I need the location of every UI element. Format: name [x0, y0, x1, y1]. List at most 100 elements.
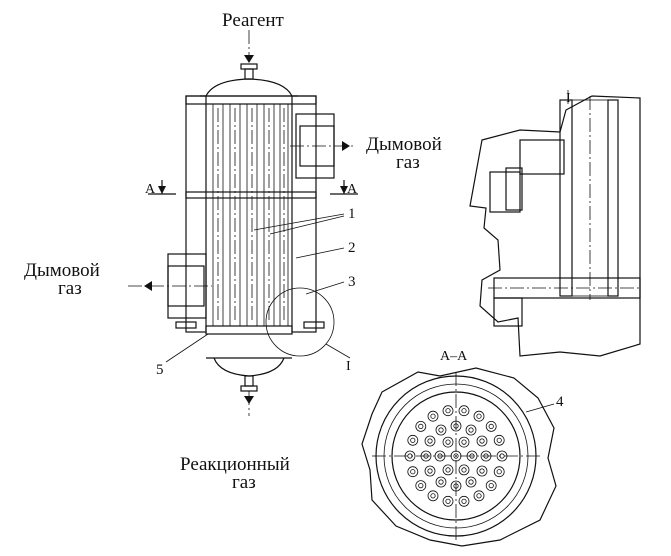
tube-hole — [466, 450, 478, 462]
detail-tube-wall-right — [607, 99, 619, 297]
tube-hole — [496, 450, 508, 462]
label-flue-gas-out-2: газ — [396, 152, 420, 173]
tube-hole — [493, 466, 505, 478]
tube-hole-inner — [488, 482, 494, 489]
tube-hole — [493, 434, 505, 446]
tube-hole — [442, 436, 454, 448]
section-outer-lining — [361, 367, 557, 547]
tube-hole-inner — [418, 423, 424, 429]
tube-hole-inner — [461, 467, 467, 473]
tube-hole — [473, 410, 485, 422]
callout-3: 3 — [348, 274, 356, 290]
reaction-gas-arrow — [244, 396, 254, 404]
tube-hole-inner — [468, 479, 474, 485]
tube-hole — [480, 450, 492, 462]
tube-hole-inner — [418, 482, 424, 489]
detail-view — [469, 90, 641, 357]
tube-hole — [450, 480, 462, 492]
label-flue-gas-in-2: газ — [58, 278, 82, 299]
tube-hole — [415, 480, 427, 492]
flue-out-arrow — [342, 141, 350, 151]
tube-hole-inner — [453, 453, 459, 459]
tube-hole — [473, 490, 485, 502]
tube-hole — [435, 424, 447, 436]
tube-hole-inner — [479, 468, 485, 474]
mid-partition — [185, 191, 317, 199]
label-reaction-gas-1: Реакционный — [180, 454, 290, 475]
tube-hole-inner — [445, 467, 451, 473]
tube-hole-inner — [453, 423, 459, 429]
tube-hole-inner — [410, 469, 416, 475]
tube-hole-inner — [468, 427, 474, 433]
tube-hole-inner — [407, 453, 413, 459]
top-flange — [240, 63, 258, 70]
tube-hole-inner — [438, 479, 444, 485]
tube-hole — [404, 450, 416, 462]
tube-hole — [424, 465, 436, 477]
top-nozzle — [244, 68, 254, 80]
tube-hole-inner — [476, 413, 482, 419]
tube-hole — [458, 464, 470, 476]
label-flue-gas-in-1: Дымовой — [24, 260, 100, 281]
label-reaction-gas-2: газ — [232, 472, 256, 493]
bottom-dome — [213, 357, 285, 377]
tube-hole — [476, 465, 488, 477]
tube-hole — [424, 435, 436, 447]
tube-hole-inner — [437, 453, 443, 459]
tube-hole-inner — [438, 427, 444, 433]
tube-hole-inner — [461, 498, 467, 504]
tube-hole — [450, 450, 462, 462]
tube-hole — [465, 424, 477, 436]
tube-hole-inner — [445, 498, 451, 504]
tube-hole — [442, 464, 454, 476]
tube-hole — [407, 466, 419, 478]
tube-hole — [476, 435, 488, 447]
top-dome — [205, 78, 293, 97]
tube-hole-inner — [423, 453, 429, 459]
tube-hole-inner — [410, 437, 416, 443]
callout-5: 5 — [156, 362, 164, 378]
tube-hole-inner — [453, 483, 459, 489]
detail-circle — [265, 287, 335, 357]
tube-hole-inner — [427, 438, 433, 444]
detail-mark-enlarged: I — [566, 91, 571, 106]
tube-hole — [442, 495, 454, 507]
detail-outline — [469, 95, 641, 357]
section-view — [361, 367, 557, 547]
label-reagent: Реагент — [222, 10, 285, 31]
reagent-arrow — [244, 55, 254, 63]
section-title: А–А — [440, 349, 468, 364]
tube-hole-inner — [483, 453, 489, 459]
tube-hole — [420, 450, 432, 462]
tube-hole-inner — [445, 439, 451, 445]
tube-bundle — [212, 103, 289, 327]
detail-mark-main: I — [346, 359, 351, 374]
tube-hole-inner — [476, 493, 482, 499]
tube-hole — [458, 405, 470, 417]
tube-hole — [434, 450, 446, 462]
section-mark-left: А — [145, 182, 156, 197]
tube-hole-inner — [461, 408, 467, 414]
callout-4: 4 — [556, 394, 564, 410]
tube-hole — [407, 434, 419, 446]
tube-hole-inner — [496, 437, 502, 443]
tube-hole — [458, 436, 470, 448]
tube-hole-inner — [427, 468, 433, 474]
callout-2: 2 — [348, 240, 356, 256]
left-wall — [185, 95, 207, 333]
tube-hole-inner — [430, 493, 436, 499]
tube-hole — [465, 476, 477, 488]
tube-hole — [458, 495, 470, 507]
tube-hole-inner — [469, 453, 475, 459]
callout-1: 1 — [348, 206, 356, 222]
detail-tube-wall-left — [559, 99, 573, 297]
bottom-tube-sheet — [205, 325, 293, 335]
tube-hole-inner — [479, 438, 485, 444]
tube-hole — [442, 405, 454, 417]
tube-hole — [485, 480, 497, 492]
main-apparatus — [128, 30, 358, 416]
tube-hole-inner — [430, 413, 436, 419]
tube-hole-inner — [445, 408, 451, 414]
tube-hole — [435, 476, 447, 488]
